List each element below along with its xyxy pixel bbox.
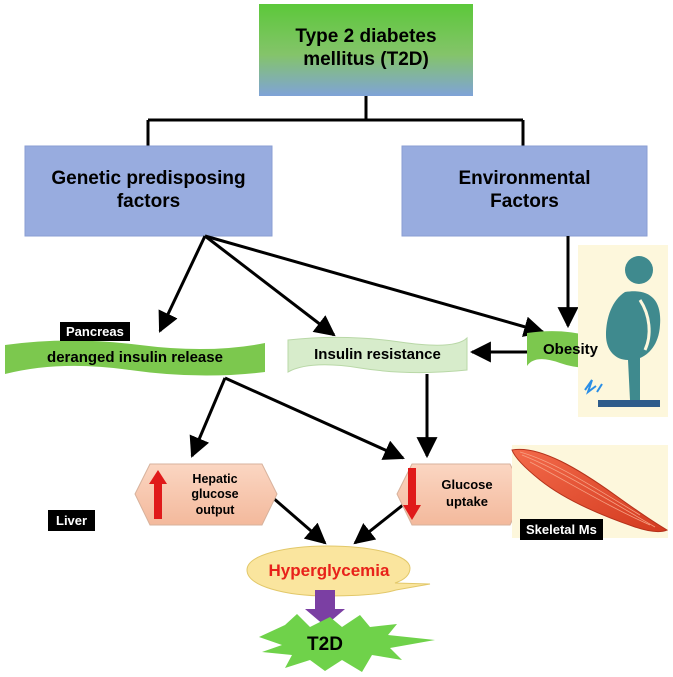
- glucose-uptake-text: Glucose uptake: [422, 468, 512, 520]
- skeletal-tag: Skeletal Ms: [520, 519, 603, 540]
- hyperglycemia-text: Hyperglycemia: [268, 560, 390, 580]
- hepatic-line1: Hepatic: [192, 471, 238, 486]
- hepatic-glucose-hexagon: [134, 463, 278, 526]
- deranged-insulin-banner: [5, 340, 265, 376]
- hepatic-line3: output: [195, 502, 235, 517]
- genetic-line2: factors: [116, 191, 181, 212]
- liver-tag: Liver: [48, 510, 96, 531]
- insulin-resistance-banner: [287, 336, 468, 374]
- hepatic-text: Hepatic glucose output: [170, 466, 260, 524]
- t2d-text: T2D: [307, 633, 343, 655]
- scale-icon: [584, 379, 660, 407]
- muscle-fibers: [519, 451, 656, 528]
- title-label: Type 2 diabetes mellitus (T2D): [295, 26, 437, 70]
- genetic-factors-box: [24, 145, 273, 237]
- environmental-line2: Factors: [490, 191, 559, 212]
- up-arrow-icon: [149, 470, 167, 519]
- environmental-line1: Environmental: [458, 168, 591, 190]
- obesity-text: Obesity: [542, 341, 599, 358]
- uptake-line1: Glucose: [441, 477, 493, 493]
- t2d-starburst: [259, 614, 435, 672]
- genetic-arrows: [158, 234, 579, 337]
- glucose-uptake-hexagon: [396, 463, 526, 526]
- obese-person-icon: [606, 256, 661, 400]
- hepatic-line2: glucose: [191, 487, 239, 502]
- environmental-factors-text: Environmental Factors: [402, 158, 647, 224]
- pancreas-tag: Pancreas: [60, 322, 130, 341]
- uptake-line2: uptake: [446, 494, 488, 509]
- connector-lines: [146, 96, 525, 146]
- hyperglycemia-oval: [246, 545, 431, 597]
- genetic-factors-text: Genetic predisposing factors: [25, 158, 272, 224]
- environmental-factors-box: [401, 145, 648, 237]
- genetic-line1: Genetic predisposing: [51, 168, 246, 190]
- title-text: Type 2 diabetes mellitus (T2D): [262, 12, 470, 86]
- down-arrow-icon: [403, 468, 421, 520]
- purple-down-arrow: [305, 590, 345, 626]
- deranged-insulin-text: deranged insulin release: [47, 349, 223, 366]
- title-box: [259, 4, 473, 96]
- insulin-resistance-text: Insulin resistance: [314, 346, 441, 363]
